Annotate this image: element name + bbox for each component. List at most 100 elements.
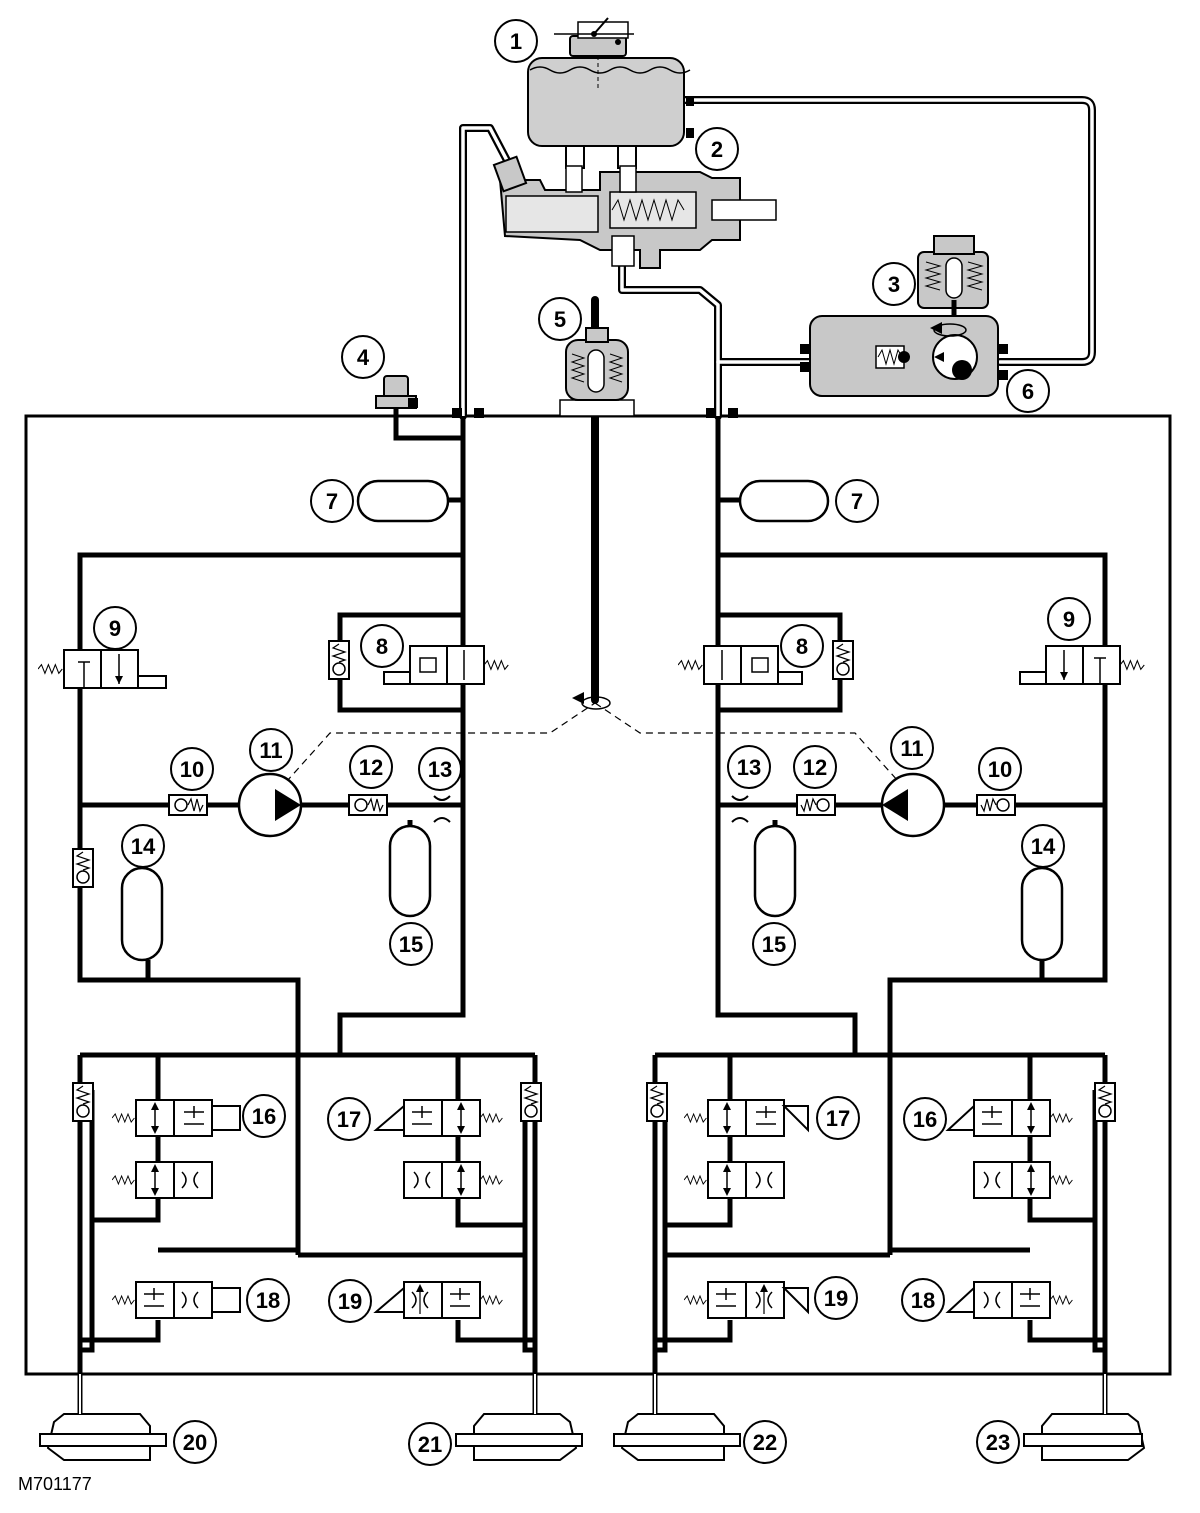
callout-17-right: 17 — [816, 1096, 860, 1140]
callout-label: 10 — [988, 757, 1012, 782]
callout-label: 9 — [109, 616, 121, 641]
valve-8-right — [678, 640, 854, 685]
callout-label: 16 — [252, 1104, 276, 1129]
restrictor-13-right — [731, 795, 749, 823]
restrictor-13-left — [433, 795, 451, 823]
valve-19-left — [373, 1281, 503, 1319]
callout-label: 8 — [796, 634, 808, 659]
valve-9-right — [1019, 645, 1145, 685]
hcu-ports — [452, 408, 738, 418]
callout-2: 2 — [695, 127, 739, 171]
callout-15-left: 15 — [389, 922, 433, 966]
callout-12-left: 12 — [349, 745, 393, 789]
callout-label: 15 — [399, 932, 423, 957]
callout-label: 13 — [428, 757, 452, 782]
check-valve-left-return — [72, 848, 94, 888]
callout-8-right: 8 — [780, 624, 824, 668]
callout-label: 7 — [326, 489, 338, 514]
pressure-sensor-5 — [559, 327, 635, 417]
valve-18-right — [945, 1281, 1074, 1319]
check-valve-lower-4 — [1094, 1082, 1116, 1122]
pump-11-left — [237, 772, 303, 838]
callout-label: 12 — [803, 755, 827, 780]
callout-9-left: 9 — [93, 606, 137, 650]
callout-label: 16 — [913, 1107, 937, 1132]
callout-9-right: 9 — [1047, 597, 1091, 641]
callout-10-right: 10 — [978, 747, 1022, 791]
callout-18-right: 18 — [901, 1278, 945, 1322]
callout-label: 18 — [911, 1288, 935, 1313]
callout-1: 1 — [494, 19, 538, 63]
callout-5: 5 — [538, 297, 582, 341]
callout-16-left: 16 — [242, 1094, 286, 1138]
callout-11-left: 11 — [249, 728, 293, 772]
check-valve-lower-3 — [646, 1082, 668, 1122]
check-valve-12-left — [348, 794, 388, 816]
callout-label: 4 — [357, 345, 370, 370]
valve-17-left — [373, 1099, 503, 1199]
callout-10-left: 10 — [170, 747, 214, 791]
brake-caliper-20 — [39, 1374, 167, 1461]
accumulator-14-left — [120, 866, 164, 962]
callout-label: 20 — [183, 1430, 207, 1455]
callout-20: 20 — [173, 1420, 217, 1464]
callout-4: 4 — [341, 335, 385, 379]
callout-label: 18 — [256, 1288, 280, 1313]
callout-21: 21 — [408, 1422, 452, 1466]
valve-17-right — [684, 1099, 809, 1199]
callout-label: 9 — [1063, 607, 1075, 632]
figure-reference: M701177 — [18, 1474, 92, 1494]
brake-caliper-22 — [613, 1374, 741, 1461]
callout-label: 22 — [753, 1430, 777, 1455]
booster-pump-block — [800, 315, 1008, 397]
callout-label: 12 — [359, 755, 383, 780]
callout-label: 7 — [851, 489, 863, 514]
callout-label: 17 — [337, 1107, 361, 1132]
callout-label: 14 — [131, 834, 156, 859]
valve-16-left — [112, 1099, 241, 1199]
callout-label: 17 — [826, 1106, 850, 1131]
master-cylinder — [492, 155, 777, 269]
fluid-reservoir — [527, 17, 694, 169]
accumulator-7-left — [356, 479, 450, 523]
callout-19-left: 19 — [328, 1279, 372, 1323]
callout-label: 13 — [737, 755, 761, 780]
check-valve-10-right — [976, 794, 1016, 816]
callout-14-right: 14 — [1021, 824, 1065, 868]
callout-23: 23 — [976, 1420, 1020, 1464]
callout-22: 22 — [743, 1420, 787, 1464]
callout-8-left: 8 — [360, 624, 404, 668]
callout-label: 15 — [762, 932, 786, 957]
valve-16-right — [945, 1099, 1074, 1199]
accumulator-15-right — [753, 824, 797, 918]
callout-19-right: 19 — [814, 1276, 858, 1320]
brake-caliper-23 — [1023, 1374, 1146, 1461]
callout-13-right: 13 — [727, 745, 771, 789]
callout-14-left: 14 — [121, 824, 165, 868]
callout-label: 11 — [259, 738, 282, 763]
callout-label: 19 — [824, 1286, 848, 1311]
valve-19-right — [684, 1281, 809, 1319]
accumulator-15-left — [388, 824, 432, 918]
callout-3: 3 — [872, 262, 916, 306]
callout-12-right: 12 — [793, 745, 837, 789]
sensor-signal-lines — [269, 702, 916, 801]
callout-17-left: 17 — [327, 1097, 371, 1141]
callout-7-left: 7 — [310, 479, 354, 523]
callout-label: 8 — [376, 634, 388, 659]
callout-16-right: 16 — [903, 1097, 947, 1141]
callout-label: 6 — [1022, 379, 1034, 404]
callout-label: 2 — [711, 137, 723, 162]
callout-label: 19 — [338, 1289, 362, 1314]
callout-label: 21 — [418, 1432, 442, 1457]
callout-6: 6 — [1006, 369, 1050, 413]
callout-label: 23 — [986, 1430, 1010, 1455]
check-valve-12-right — [796, 794, 836, 816]
sensor-5-probe-tip — [572, 692, 611, 710]
callout-label: 11 — [900, 736, 923, 761]
callout-13-left: 13 — [418, 747, 462, 791]
check-valve-lower-2 — [520, 1082, 542, 1122]
callout-15-right: 15 — [752, 922, 796, 966]
